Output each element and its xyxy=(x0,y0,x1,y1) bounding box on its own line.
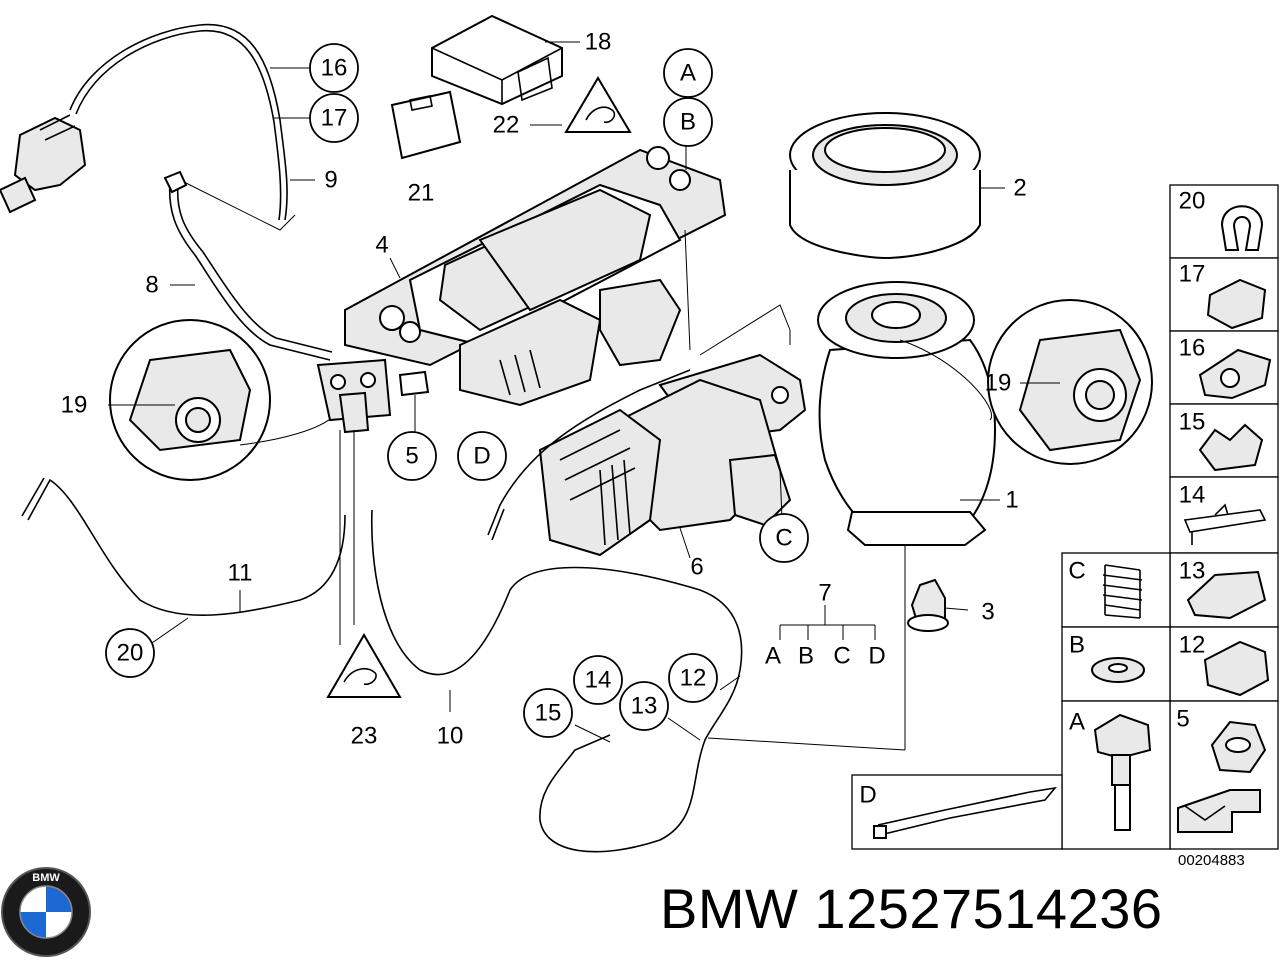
legend-label-B: B xyxy=(1069,632,1085,659)
label-7D: D xyxy=(868,643,885,670)
callout-17 xyxy=(309,93,359,143)
label-2: 2 xyxy=(1013,175,1026,202)
label-13: 13 xyxy=(631,693,658,720)
label-10: 10 xyxy=(437,723,464,750)
label-19-left: 19 xyxy=(61,392,88,419)
legend-label-20: 20 xyxy=(1179,188,1206,215)
warning-triangle-22 xyxy=(564,76,632,133)
legend-label-C: C xyxy=(1068,558,1085,585)
callout-16 xyxy=(309,43,359,93)
label-7C: C xyxy=(833,643,850,670)
legend-label-A: A xyxy=(1069,709,1085,736)
label-A: A xyxy=(680,60,696,87)
legend-label-12: 12 xyxy=(1179,632,1206,659)
label-22: 22 xyxy=(493,112,520,139)
callout-13 xyxy=(619,681,669,731)
label-D: D xyxy=(473,443,490,470)
callout-A xyxy=(663,48,713,98)
label-8: 8 xyxy=(145,272,158,299)
nut-3 xyxy=(907,578,949,632)
control-unit xyxy=(431,14,563,106)
label-20: 20 xyxy=(117,640,144,667)
detail-circle-left xyxy=(109,319,271,481)
part-number: 12527514236 xyxy=(814,877,1163,940)
compressor xyxy=(538,353,807,557)
label-23: 23 xyxy=(351,723,378,750)
label-11: 11 xyxy=(228,560,253,587)
air-spring xyxy=(817,281,997,546)
label-6: 6 xyxy=(690,554,703,581)
label-7B: B xyxy=(798,643,814,670)
legend-label-D: D xyxy=(859,782,876,809)
warning-triangle-23 xyxy=(326,633,402,698)
label-18: 18 xyxy=(585,29,612,56)
callouts xyxy=(105,43,809,738)
callout-D xyxy=(457,431,507,481)
label-12: 12 xyxy=(680,665,707,692)
doc-number: 00204883 xyxy=(1178,852,1245,869)
bmw-logo: BMW xyxy=(1,867,91,957)
relay xyxy=(390,90,462,160)
label-21: 21 xyxy=(408,180,435,207)
legend-label-5: 5 xyxy=(1176,706,1189,733)
label-9: 9 xyxy=(324,167,337,194)
brand-name: BMW xyxy=(660,877,799,940)
label-3: 3 xyxy=(981,599,994,626)
label-17: 17 xyxy=(321,105,348,132)
callout-14 xyxy=(573,655,623,705)
legend-label-13: 13 xyxy=(1179,558,1206,585)
compressor-bracket xyxy=(344,146,727,407)
label-4: 4 xyxy=(375,232,388,259)
callout-15 xyxy=(523,688,573,738)
label-19-right: 19 xyxy=(985,370,1012,397)
detail-circle-right xyxy=(987,299,1153,465)
valve-block xyxy=(316,358,430,434)
dust-cover xyxy=(789,112,981,260)
label-B: B xyxy=(680,109,696,136)
label-5: 5 xyxy=(405,443,418,470)
legend-grid xyxy=(851,184,1279,850)
labels: 16 17 9 18 22 21 A B 2 4 8 19 19 5 D 1 C… xyxy=(61,29,1206,809)
pressure-sensor-cable xyxy=(0,23,288,221)
logo-lettering: BMW xyxy=(32,872,60,884)
callout-B xyxy=(663,97,713,147)
part-title: BMW 12527514236 xyxy=(660,876,1163,941)
legend-label-15: 15 xyxy=(1179,409,1206,436)
callout-12 xyxy=(668,653,718,703)
legend-label-16: 16 xyxy=(1179,335,1206,362)
label-14: 14 xyxy=(585,667,612,694)
label-15: 15 xyxy=(535,700,562,727)
label-16: 16 xyxy=(321,55,348,82)
legend-label-14: 14 xyxy=(1179,482,1206,509)
callout-5 xyxy=(387,431,437,481)
label-C: C xyxy=(775,525,792,552)
callout-20 xyxy=(105,628,155,678)
callout-C xyxy=(759,513,809,563)
label-1: 1 xyxy=(1005,487,1018,514)
label-7A: A xyxy=(765,643,781,670)
legend-label-17: 17 xyxy=(1179,261,1206,288)
label-7: 7 xyxy=(818,580,831,607)
